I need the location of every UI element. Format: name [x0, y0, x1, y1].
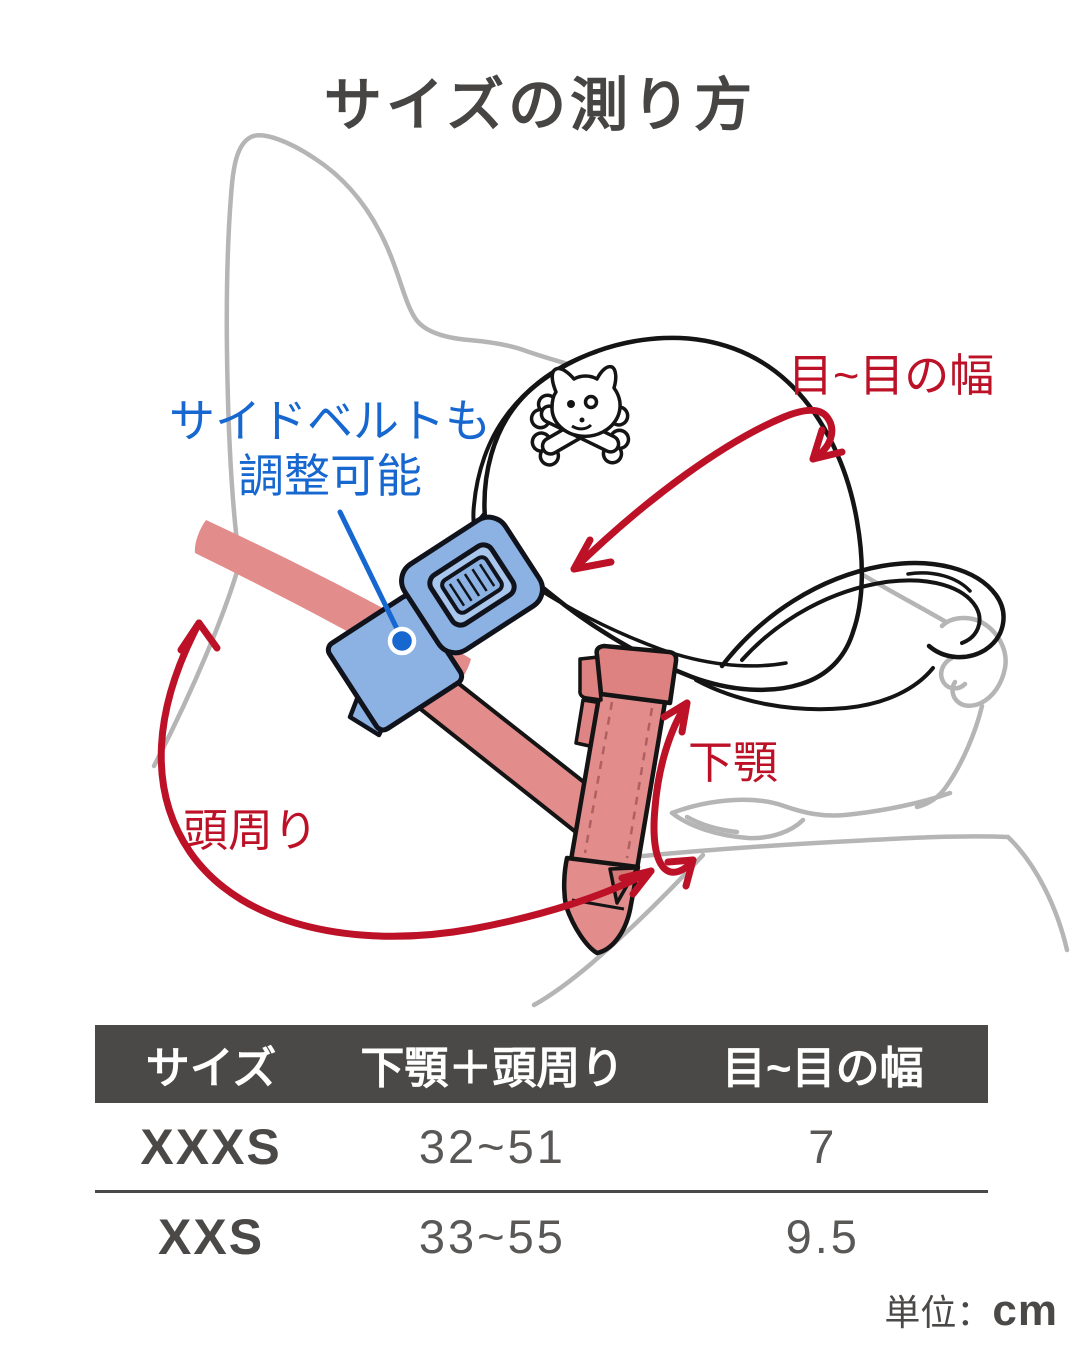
lower-lip-line — [669, 810, 806, 841]
skull-nose-dot — [579, 417, 585, 423]
page-title: サイズの測り方 — [323, 73, 757, 138]
row-size-label: XXXS — [140, 1118, 282, 1175]
row-eye-width-value: 9.5 — [785, 1210, 860, 1263]
side-belt-leader — [337, 509, 417, 656]
row-size-label: XXS — [158, 1208, 265, 1265]
row-jaw-circumference-value: 33~55 — [418, 1210, 566, 1263]
lip-inner-line — [684, 814, 740, 835]
unit-note: 単位：cm — [884, 1284, 1058, 1336]
ear-and-crown-line — [224, 133, 631, 561]
unit-label: 単位： — [884, 1292, 993, 1333]
table-row: XXS 33~55 9.5 — [95, 1193, 988, 1280]
neck-front-line — [151, 562, 242, 769]
header-jaw-plus-circumference: 下顎＋頭周り — [360, 1044, 625, 1093]
dog-goggles-illustration — [151, 133, 1070, 1008]
annotation-eye-width: 目~目の幅 — [788, 350, 995, 401]
chin-strap-stitch — [583, 701, 614, 854]
chin-strap-tab-ear — [578, 655, 603, 702]
header-eye-width: 目~目の幅 — [721, 1044, 924, 1093]
goggle-flange-inner — [740, 578, 982, 662]
goggle-flange-outer — [719, 560, 1006, 669]
nose-outline — [939, 615, 1008, 708]
arrow-lower-jaw — [650, 699, 697, 890]
jaw-underside-line — [609, 834, 1070, 953]
arrow-head-circumference — [157, 619, 655, 940]
leader-line — [337, 509, 402, 636]
chin-strap-stitch — [625, 707, 654, 859]
annotation-side-belt-line1: サイドベルトも — [169, 395, 491, 447]
belt-buckle — [399, 514, 545, 656]
muzzle-front-line — [914, 703, 985, 810]
row-divider — [95, 1190, 988, 1193]
annotation-lower-jaw: 下顎 — [688, 737, 779, 788]
skull-eye-ring — [583, 394, 599, 410]
size-table: サイズ 下顎＋頭周り 目~目の幅 XXXS 32~51 7 XXS 33~55 … — [95, 1025, 988, 1280]
size-table-header: サイズ 下顎＋頭周り 目~目の幅 — [95, 1025, 988, 1103]
row-jaw-circumference-value: 32~51 — [418, 1120, 566, 1173]
row-eye-width-value: 7 — [808, 1120, 838, 1173]
snout-top-line — [855, 569, 949, 625]
annotation-head-circumference: 頭周り — [183, 805, 319, 856]
table-row: XXXS 32~51 7 — [95, 1103, 988, 1190]
skull-mouth — [571, 423, 593, 431]
goggle-flange-curl — [906, 571, 972, 593]
dog-head-outline — [151, 133, 1070, 1008]
nostril-line — [939, 655, 968, 691]
unit-value: cm — [992, 1286, 1058, 1335]
skull-eye-dot — [567, 400, 575, 408]
chin-strap-top-tab — [594, 643, 679, 706]
annotation-side-belt-line2: 調整可能 — [238, 450, 422, 503]
annotation-side-belt: サイドベルトも 調整可能 — [150, 394, 510, 504]
pink-chin-strap — [561, 643, 679, 956]
upper-lip-line — [669, 790, 953, 818]
leader-dot — [387, 626, 417, 656]
goggle-bottom-band — [694, 666, 935, 712]
skull-emblem — [529, 364, 631, 467]
buckle-hatch-marks — [448, 563, 496, 607]
arrow-eye-width — [570, 406, 846, 573]
jowl-neck-line — [531, 852, 706, 1008]
header-size: サイズ — [145, 1044, 277, 1093]
